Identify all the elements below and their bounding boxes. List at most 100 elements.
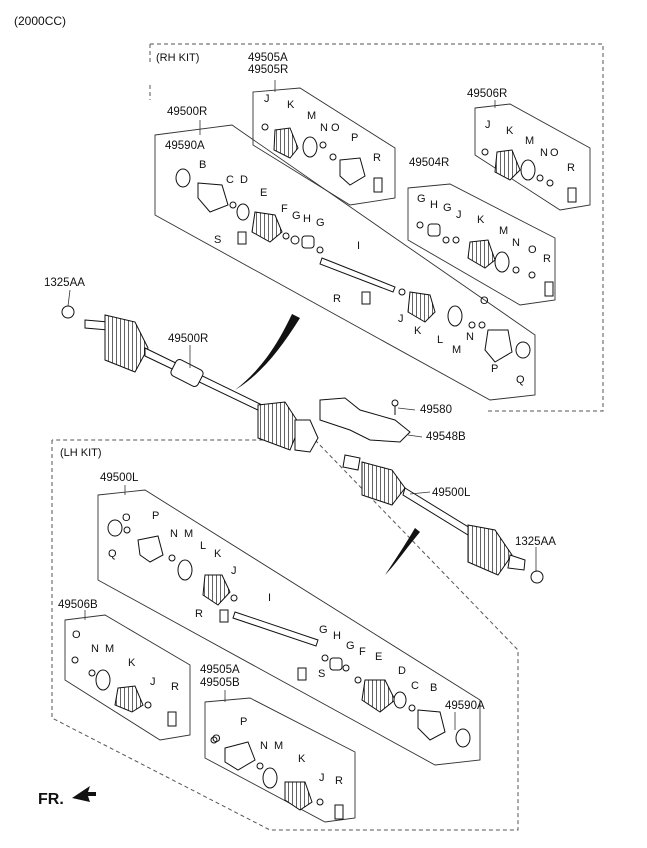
box-49506B [64,614,191,741]
letter-K: K [477,214,485,226]
letter-E: E [260,187,268,199]
outline-boxes [64,87,591,823]
letter-J: J [398,313,404,325]
letter-K: K [298,753,306,765]
letter-Q: Q [108,548,117,560]
letter-O: O [480,295,489,307]
letter-N: N [540,147,548,159]
letter-H: H [303,213,311,225]
box-49504R [407,183,556,306]
letter-M: M [525,135,535,147]
letter-G: G [292,210,301,222]
pn-49590A-lh: 49590A [445,700,485,712]
letter-B: B [199,159,207,171]
letter-S: S [214,234,222,246]
letter-P: P [491,363,499,375]
letter-G: G [316,217,325,229]
letter-R: R [373,152,381,164]
letter-O: O [212,733,221,745]
letter-O: O [72,629,81,641]
letter-N: N [91,643,99,655]
rh-kit-parts [175,123,577,363]
letter-K: K [128,657,136,669]
lh-shaft-assembly [342,454,544,584]
letter-K: K [506,125,514,137]
lh-kit-parts [71,519,471,820]
letter-K: K [287,99,295,111]
letter-E: E [375,651,383,663]
box-49500L-kit [97,489,481,766]
leader-lines [67,80,537,730]
pn-49506B: 49506B [58,599,98,611]
lh-kit-frame [51,439,519,831]
pn-49500R-kit: 49500R [167,106,208,118]
letter-M: M [452,344,462,356]
rh-kit-frame [149,43,604,412]
pn-49500L-shaft: 49500L [432,487,471,499]
letter-D: D [398,665,406,677]
letter-M: M [499,225,509,237]
letter-N: N [512,237,520,249]
pn-1325AA-lh: 1325AA [515,536,556,548]
box-49506R [474,103,591,211]
letter-G: G [319,624,328,636]
direction-label: FR. [38,791,64,808]
pn-49506R: 49506R [467,88,508,100]
letter-L: L [200,540,207,552]
box-49500R-kit [154,124,536,401]
letter-J: J [456,209,462,221]
letter-F: F [281,203,288,215]
letter-R: R [543,253,551,265]
letter-R: R [567,162,575,174]
letter-R: R [171,681,179,693]
letter-S: S [318,668,326,680]
pn-49505B: 49505B [200,677,240,689]
letter-R: R [333,293,341,305]
letter-R: R [335,775,343,787]
letter-N: N [466,331,474,343]
box-49505B [204,697,356,823]
letter-J: J [264,93,270,105]
pn-49505R: 49505R [248,64,289,76]
letter-J: J [231,565,237,577]
letter-O: O [528,244,537,256]
letter-J: J [150,676,156,688]
letter-Q: Q [516,374,525,386]
letter-N: N [320,122,328,134]
letter-O: O [331,122,340,134]
pn-49548B: 49548B [426,431,466,443]
arrow-icon [72,786,96,802]
letter-L: L [437,334,444,346]
letter-J: J [319,772,325,784]
pn-1325AA-rh: 1325AA [44,277,85,289]
letter-I: I [268,592,272,604]
letter-H: H [333,630,341,642]
letter-O: O [550,147,559,159]
engine-label: (2000CC) [14,14,67,28]
letter-M: M [105,643,115,655]
swoosh-rh [235,314,300,390]
swoosh-lh [385,528,420,575]
box-49505R [252,87,396,206]
letter-N: N [260,740,268,752]
letter-H: H [430,199,438,211]
letter-M: M [184,528,194,540]
letter-G: G [417,193,426,205]
letter-B: B [430,682,438,694]
letter-G: G [346,640,355,652]
pn-49500R-shaft: 49500R [168,333,209,345]
letter-N: N [170,528,178,540]
letter-J: J [485,119,491,131]
lh-kit-label: (LH KIT) [60,447,102,459]
letter-M: M [274,740,284,752]
letter-P: P [351,132,359,144]
letter-F: F [359,646,366,658]
letter-G: G [443,202,452,214]
letter-R: R [195,608,203,620]
bracket-49548B [319,397,411,443]
letter-C: C [226,174,234,186]
pn-49580: 49580 [420,404,452,416]
letter-K: K [414,325,422,337]
